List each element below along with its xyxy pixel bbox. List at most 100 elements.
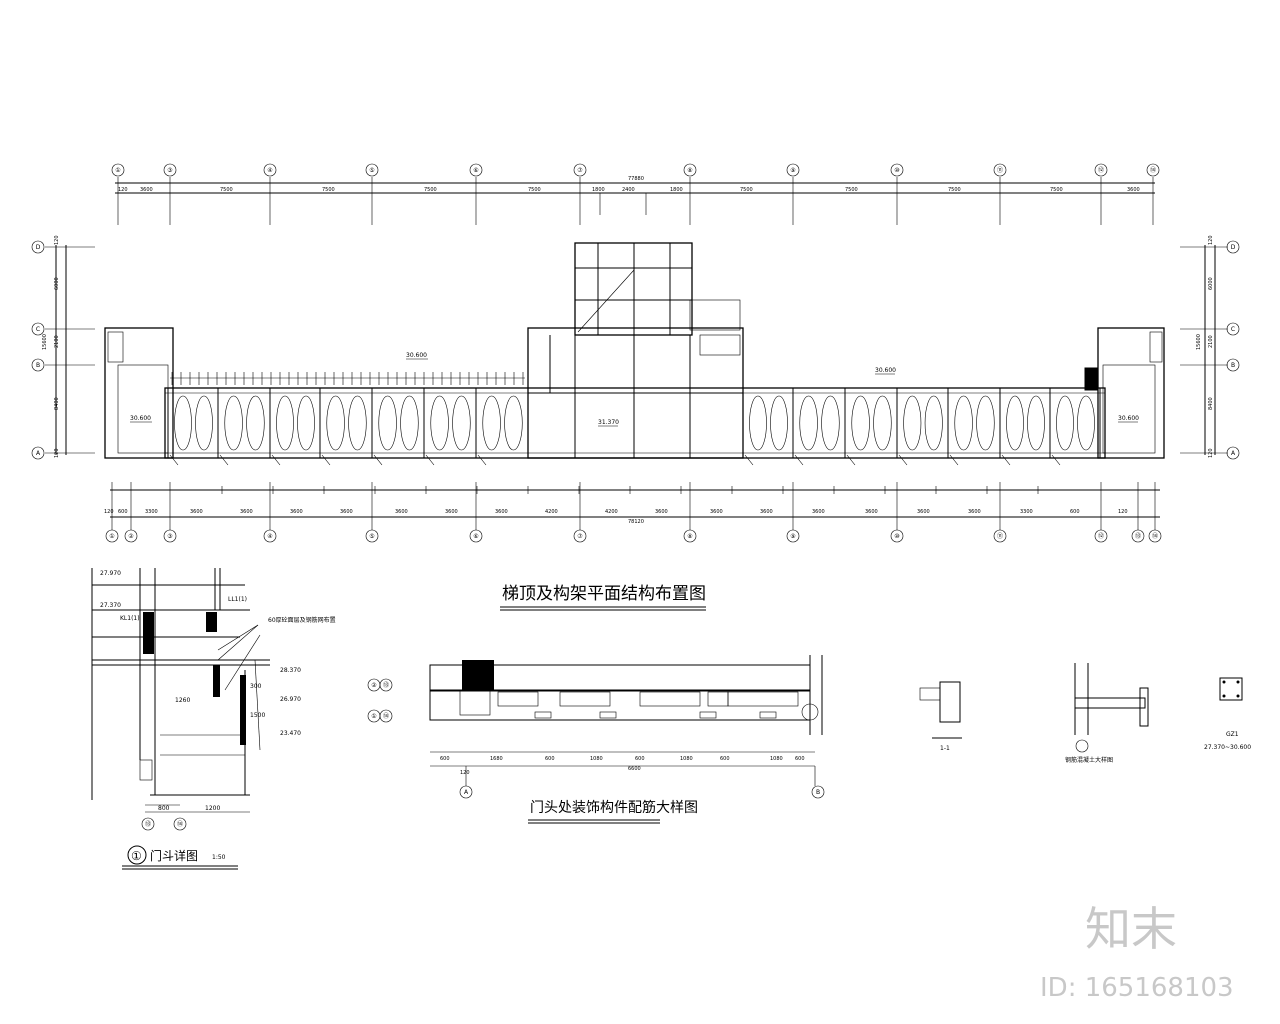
- d1-elev-1: 27.970: [100, 570, 121, 577]
- dim-bottom: 120: [1118, 509, 1128, 515]
- plan-elevation-marks: 30.600 30.600 31.370 30.600 30.600: [130, 352, 1139, 427]
- dim-top: 7500: [740, 187, 753, 193]
- d2-dim: 1080: [680, 756, 693, 762]
- dim-top: 2400: [622, 187, 635, 193]
- d1-elev-5: 23.470: [280, 730, 301, 737]
- axis-label-bottom: ⑦: [577, 533, 583, 540]
- axis-label-bottom: ⑥: [473, 533, 478, 540]
- axis-bubble-bottom: [993, 529, 1007, 543]
- axis-label-bottom: ⑪: [997, 532, 1003, 540]
- axis-label-bottom: ④: [267, 533, 272, 540]
- bottom-dimension-lines: [110, 489, 1160, 518]
- axis-bubble-bottom: [786, 529, 800, 543]
- d2-axis-b: B: [816, 789, 820, 796]
- top-dimension-lines: [115, 182, 1155, 194]
- axis-label-top: ⑭: [1150, 166, 1156, 174]
- axis-bubble-side: [31, 446, 45, 460]
- section-1-1: 1-1: [919, 681, 962, 752]
- axis-bubble-top: [993, 163, 1007, 177]
- axis-label-side: A: [36, 450, 41, 457]
- d1-label-ll: LL1(1): [228, 596, 247, 603]
- axis-bubble-bottom: [105, 529, 119, 543]
- axis-label-side: A: [1231, 450, 1236, 457]
- axis-label-top: ⑧: [687, 167, 692, 174]
- axis-label-side: D: [36, 244, 41, 251]
- dim-top: 3600: [1127, 187, 1140, 193]
- axis-bubble-side: [1226, 358, 1240, 372]
- axis-bubble-side: [31, 358, 45, 372]
- axis-bubble-top: [163, 163, 177, 177]
- dim-bottom: 3600: [917, 509, 930, 515]
- detail-1-drawing: [91, 568, 270, 813]
- dim-bottom: 3600: [710, 509, 723, 515]
- d1-dim-2: 300: [250, 683, 262, 690]
- total-top-dim: 77880: [628, 176, 644, 182]
- d2-axis-1: ①: [371, 713, 376, 720]
- dim-bottom: 4200: [605, 509, 618, 515]
- main-floor-plan: [104, 242, 1165, 466]
- axis-bubble-top: [1146, 163, 1160, 177]
- dim-bottom: 3600: [968, 509, 981, 515]
- watermark-id: ID: 165168103: [1040, 973, 1234, 1003]
- axis-bubble-side: [1226, 446, 1240, 460]
- axis-label-side: B: [1231, 362, 1235, 369]
- dim-top: 7500: [1050, 187, 1063, 193]
- gz1-detail: GZ1 27.370~30.600: [1204, 677, 1251, 751]
- axis-label-top: ⑤: [369, 167, 374, 174]
- dim-bottom: 3600: [865, 509, 878, 515]
- axis-bubble-bottom: [1131, 529, 1145, 543]
- dim-bottom: 3600: [495, 509, 508, 515]
- dim-side: 8400: [1208, 397, 1214, 410]
- elev-center: 31.370: [598, 419, 619, 426]
- axis-label-bottom: ②: [128, 533, 134, 540]
- elev-mid-left: 30.600: [406, 352, 427, 359]
- dim-top: 7500: [528, 187, 541, 193]
- dim-side: 2100: [1208, 335, 1214, 348]
- detail-1-title: ① 门斗详图 1:50: [122, 845, 238, 870]
- axis-bubble-top: [573, 163, 587, 177]
- axis-label-bottom: ⑩: [894, 533, 899, 540]
- dim-bottom: 3600: [240, 509, 253, 515]
- d1-scale: 1:50: [212, 854, 226, 861]
- dim-bottom: 3300: [145, 509, 158, 515]
- d2-dim: 600: [635, 756, 645, 762]
- d1-elev-4: 26.970: [280, 696, 301, 703]
- d1-label-kl: KL1(1): [120, 615, 140, 622]
- axis-bubble-bottom: [469, 529, 483, 543]
- dim-bottom: 3600: [812, 509, 825, 515]
- axis-label-top: ⑦: [577, 167, 583, 174]
- axis-bubble-top: [683, 163, 697, 177]
- axis-label-top: ①: [115, 167, 120, 174]
- dim-top: 7500: [948, 187, 961, 193]
- d1-elev-2: 27.370: [100, 602, 121, 609]
- axis-bubble-bottom: [1094, 529, 1108, 543]
- axis-label-side: B: [36, 362, 40, 369]
- axis-bubble-bottom: [163, 529, 177, 543]
- dim-bottom: 3600: [760, 509, 773, 515]
- section-2-label: 钢筋混凝土大样图: [1065, 756, 1113, 764]
- dim-bottom: 4200: [545, 509, 558, 515]
- axis-label-top: ⑨: [790, 167, 795, 174]
- dim-side: 6000: [54, 277, 60, 290]
- dim-bottom: 600: [1070, 509, 1080, 515]
- dim-side: 15600: [1196, 334, 1202, 350]
- d2-dim: 600: [545, 756, 555, 762]
- d2-axis-2: ②: [371, 682, 377, 689]
- axis-bubble-side: [31, 240, 45, 254]
- axis-bubble-top: [1094, 163, 1108, 177]
- dim-side: 120: [54, 448, 60, 458]
- total-bottom-dim: 78120: [628, 519, 644, 525]
- d1-dim-1: 1260: [175, 697, 190, 704]
- dim-top: 3600: [140, 187, 153, 193]
- d1-label-note: 60厚砼面层及钢筋网布置: [268, 616, 336, 624]
- axis-label-bottom: ⑭: [1152, 532, 1158, 540]
- axis-label-bottom: ⑬: [1135, 532, 1141, 540]
- gz1-name: GZ1: [1226, 731, 1239, 738]
- dim-top: 1800: [670, 187, 683, 193]
- axis-bubble-top: [469, 163, 483, 177]
